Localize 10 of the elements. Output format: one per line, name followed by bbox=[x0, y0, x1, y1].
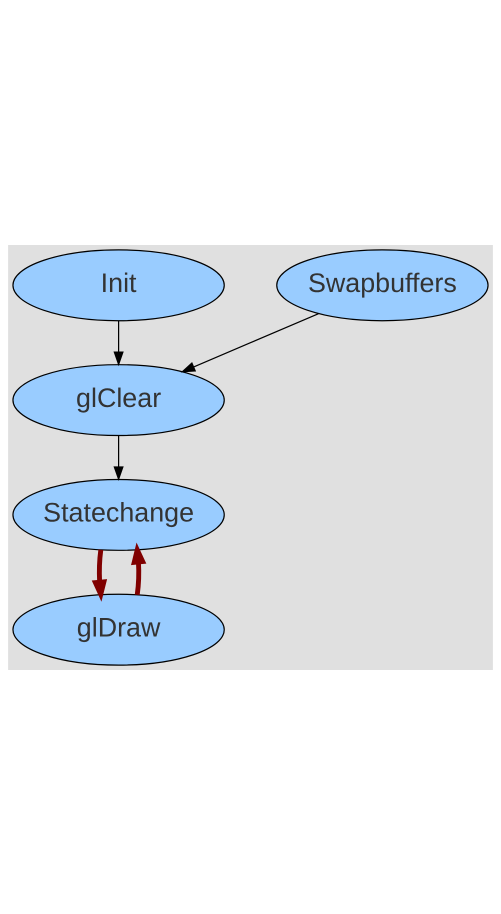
arrow bbox=[113, 320, 124, 366]
node-ellipse: Swapbuffers bbox=[276, 248, 489, 321]
arrow bbox=[113, 435, 124, 481]
arrow bbox=[92, 549, 108, 602]
node-ellipse: Init bbox=[12, 248, 225, 321]
node-ellipse: glClear bbox=[12, 364, 225, 436]
node-ellipse: glDraw bbox=[12, 593, 225, 666]
arrow bbox=[180, 312, 319, 372]
arrow bbox=[131, 542, 146, 595]
node-ellipse: Statechange bbox=[12, 478, 225, 550]
